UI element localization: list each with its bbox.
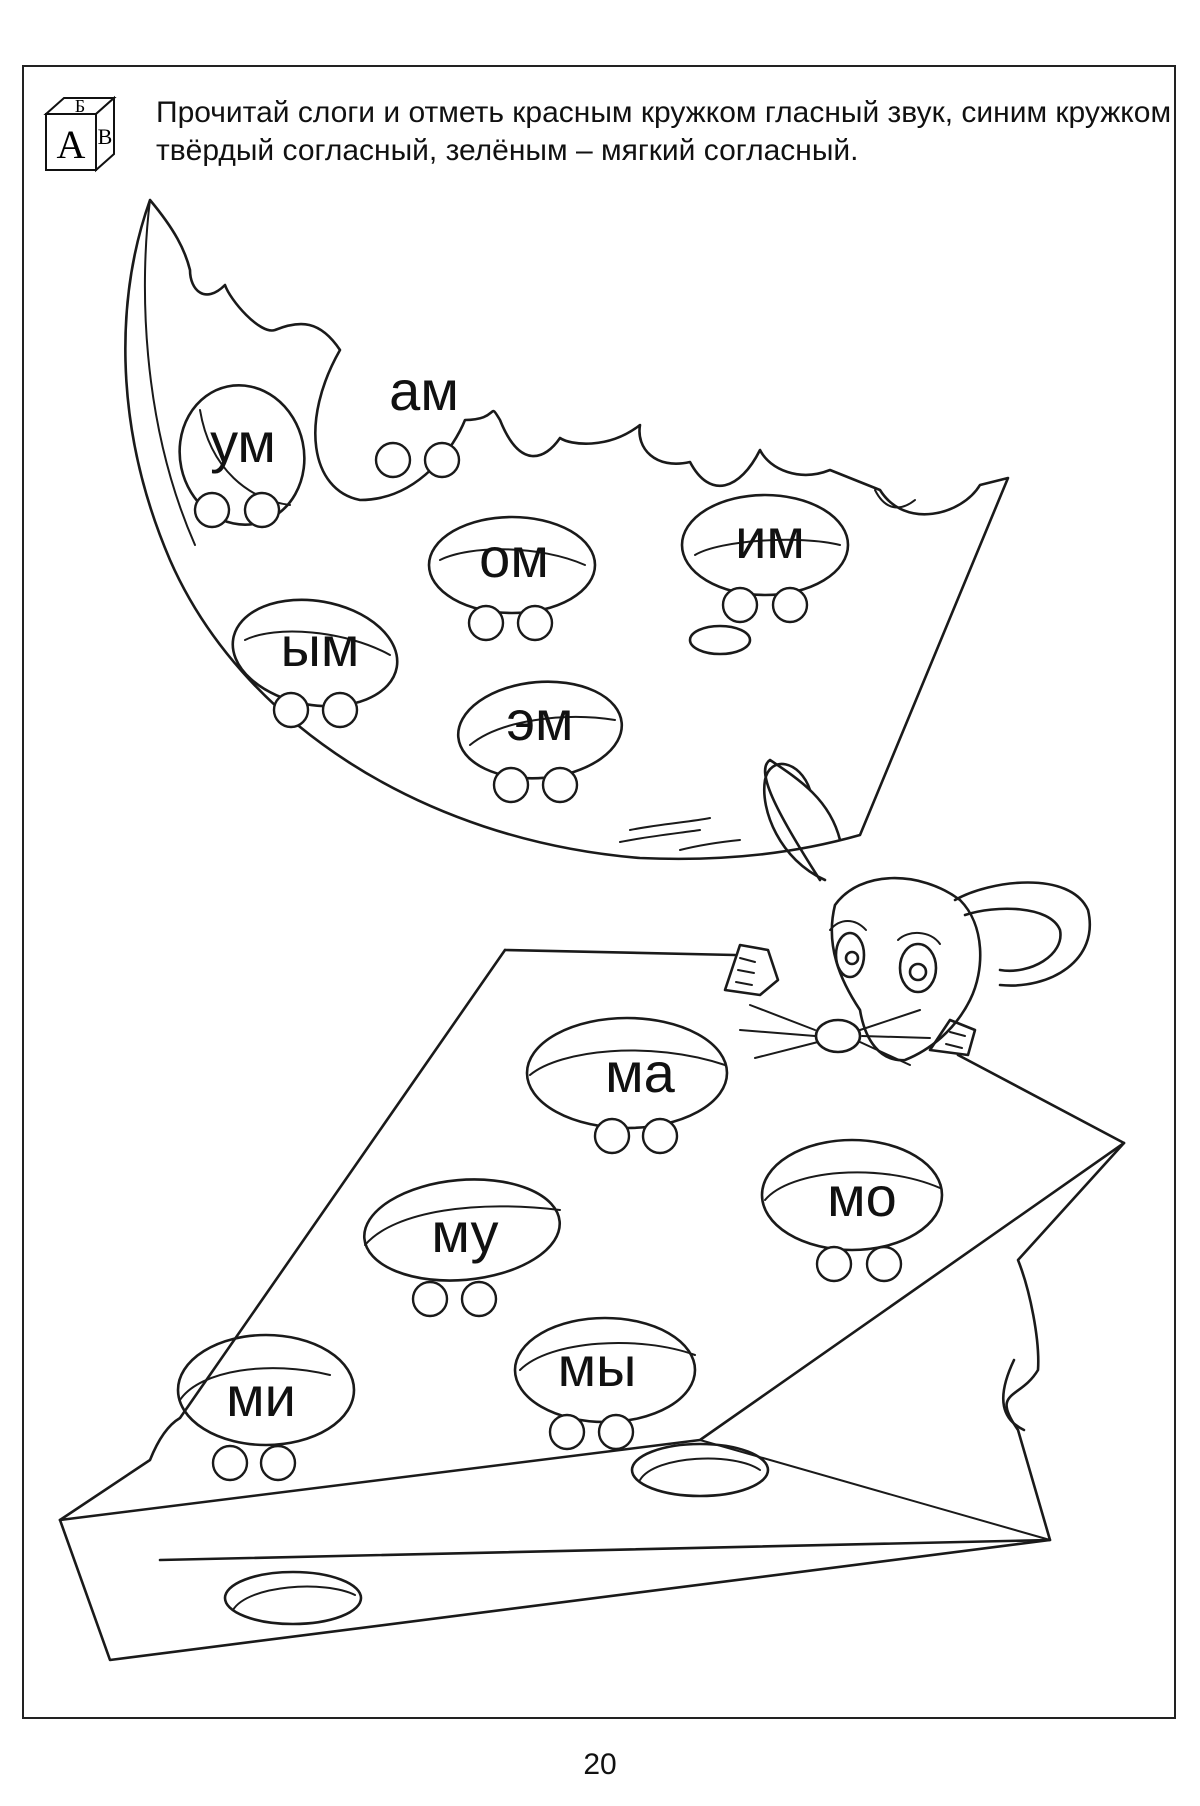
answer-circles-ym[interactable]: [272, 691, 359, 729]
bottom-hole-mo: [760, 1138, 944, 1252]
syllable-om: ом: [479, 526, 549, 589]
answer-circles-ma[interactable]: [593, 1117, 679, 1155]
task-instruction: Прочитай слоги и отметь красным кружком …: [156, 96, 1172, 167]
answer-circles-my[interactable]: [548, 1413, 635, 1451]
syllable-my: мы: [558, 1335, 637, 1398]
top-hole-im: [680, 493, 850, 597]
bottom-hole-mi: [176, 1333, 356, 1447]
answer-circles-am[interactable]: [374, 441, 461, 479]
syllable-em: эм: [506, 689, 573, 752]
answer-circles-mi[interactable]: [211, 1444, 297, 1482]
answer-circles-um[interactable]: [193, 491, 281, 529]
syllable-ym: ым: [281, 615, 360, 678]
bottom-cheese-wedge: [58, 948, 1126, 1662]
syllable-am: ам: [389, 359, 459, 422]
top-hole-om: [427, 515, 597, 615]
bottom-hole-mu: [362, 1178, 562, 1282]
syllable-ma: ма: [605, 1041, 676, 1104]
cube-top-letter: Б: [75, 96, 85, 116]
top-cheese-wedge: [124, 198, 1010, 861]
mouse-illustration: [723, 758, 1091, 1066]
syllable-mo: мо: [827, 1165, 897, 1228]
answer-circles-im[interactable]: [721, 586, 809, 624]
answer-circles-om[interactable]: [467, 604, 554, 642]
cube-side-letter: В: [98, 124, 113, 149]
page-number: 20: [583, 1748, 617, 1781]
syllable-im: им: [735, 507, 805, 570]
page-border: [22, 65, 1176, 1719]
syllable-mi: ми: [226, 1365, 296, 1428]
syllable-um: ум: [210, 411, 276, 474]
cube-front-letter: А: [57, 122, 86, 167]
answer-circles-em[interactable]: [492, 766, 579, 804]
syllable-mu: му: [431, 1201, 498, 1264]
answer-circles-mo[interactable]: [815, 1245, 903, 1283]
answer-circles-mu[interactable]: [411, 1280, 498, 1318]
alphabet-cube-icon: Б А В: [43, 95, 117, 173]
